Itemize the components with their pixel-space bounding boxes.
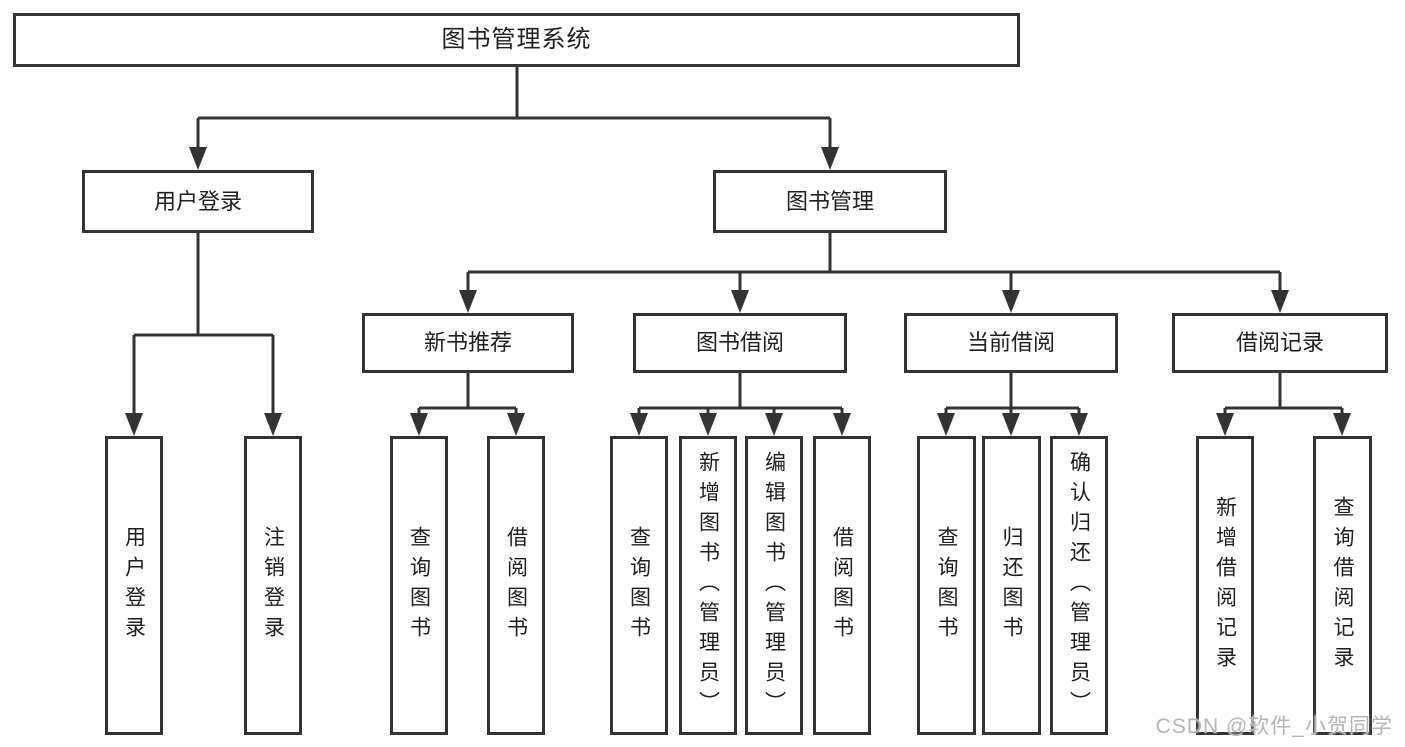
node-user-login: 用户登录 — [82, 170, 314, 233]
arrowhead-icon — [264, 413, 282, 436]
connector-newbooks-to-leaves — [417, 373, 518, 415]
leaf-query-books-newbooks: 查询图书 — [390, 436, 448, 735]
leaf-confirm-return-admin: 确认归还（管理员） — [1050, 436, 1108, 735]
arrowhead-icon — [507, 413, 525, 436]
arrowhead-icon — [459, 290, 477, 313]
arrowhead-icon — [1333, 413, 1351, 436]
connector-userlogin-to-leaves — [132, 233, 275, 415]
arrowheads — [125, 147, 1351, 436]
node-new-book-recommendation: 新书推荐 — [362, 313, 574, 373]
arrowhead-icon — [1002, 413, 1020, 436]
arrowhead-icon — [1271, 290, 1289, 313]
leaf-add-books-admin: 新增图书（管理员） — [679, 436, 737, 735]
arrowhead-icon — [1216, 413, 1234, 436]
arrowhead-icon — [765, 413, 783, 436]
leaf-edit-books-admin: 编辑图书（管理员） — [745, 436, 803, 735]
leaf-return-books: 归还图书 — [982, 436, 1041, 735]
connector-current-to-leaves — [944, 373, 1081, 415]
leaf-add-borrow-record: 新增借阅记录 — [1196, 436, 1254, 735]
node-borrowing-records: 借阅记录 — [1172, 313, 1388, 373]
connector-bookmgmt-to-level3 — [466, 233, 1282, 292]
leaf-user-login: 用户登录 — [105, 436, 163, 735]
connector-borrowing-to-leaves — [637, 373, 844, 415]
arrowhead-icon — [1002, 290, 1020, 313]
connector-root-to-level2 — [196, 67, 832, 150]
leaf-query-books-borrowing: 查询图书 — [610, 436, 668, 735]
arrowhead-icon — [125, 413, 143, 436]
arrowhead-icon — [821, 147, 839, 170]
arrowhead-icon — [189, 147, 207, 170]
connector-records-to-leaves — [1223, 373, 1344, 415]
leaf-borrow-books-borrowing: 借阅图书 — [813, 436, 871, 735]
leaf-logout: 注销登录 — [244, 436, 302, 735]
arrowhead-icon — [699, 413, 717, 436]
leaf-query-books-current: 查询图书 — [917, 436, 976, 735]
arrowhead-icon — [1070, 413, 1088, 436]
node-library-management-system: 图书管理系统 — [13, 13, 1020, 67]
node-book-management: 图书管理 — [713, 170, 947, 233]
arrowhead-icon — [731, 290, 749, 313]
node-current-borrowing: 当前借阅 — [904, 313, 1118, 373]
leaf-borrow-books-newbooks: 借阅图书 — [487, 436, 545, 735]
csdn-watermark: CSDN @软件_小贺同学 — [1155, 715, 1393, 738]
node-book-borrowing: 图书借阅 — [633, 313, 847, 373]
arrowhead-icon — [630, 413, 648, 436]
arrowhead-icon — [833, 413, 851, 436]
arrowhead-icon — [410, 413, 428, 436]
arrowhead-icon — [937, 413, 955, 436]
leaf-query-borrow-record: 查询借阅记录 — [1313, 436, 1372, 735]
